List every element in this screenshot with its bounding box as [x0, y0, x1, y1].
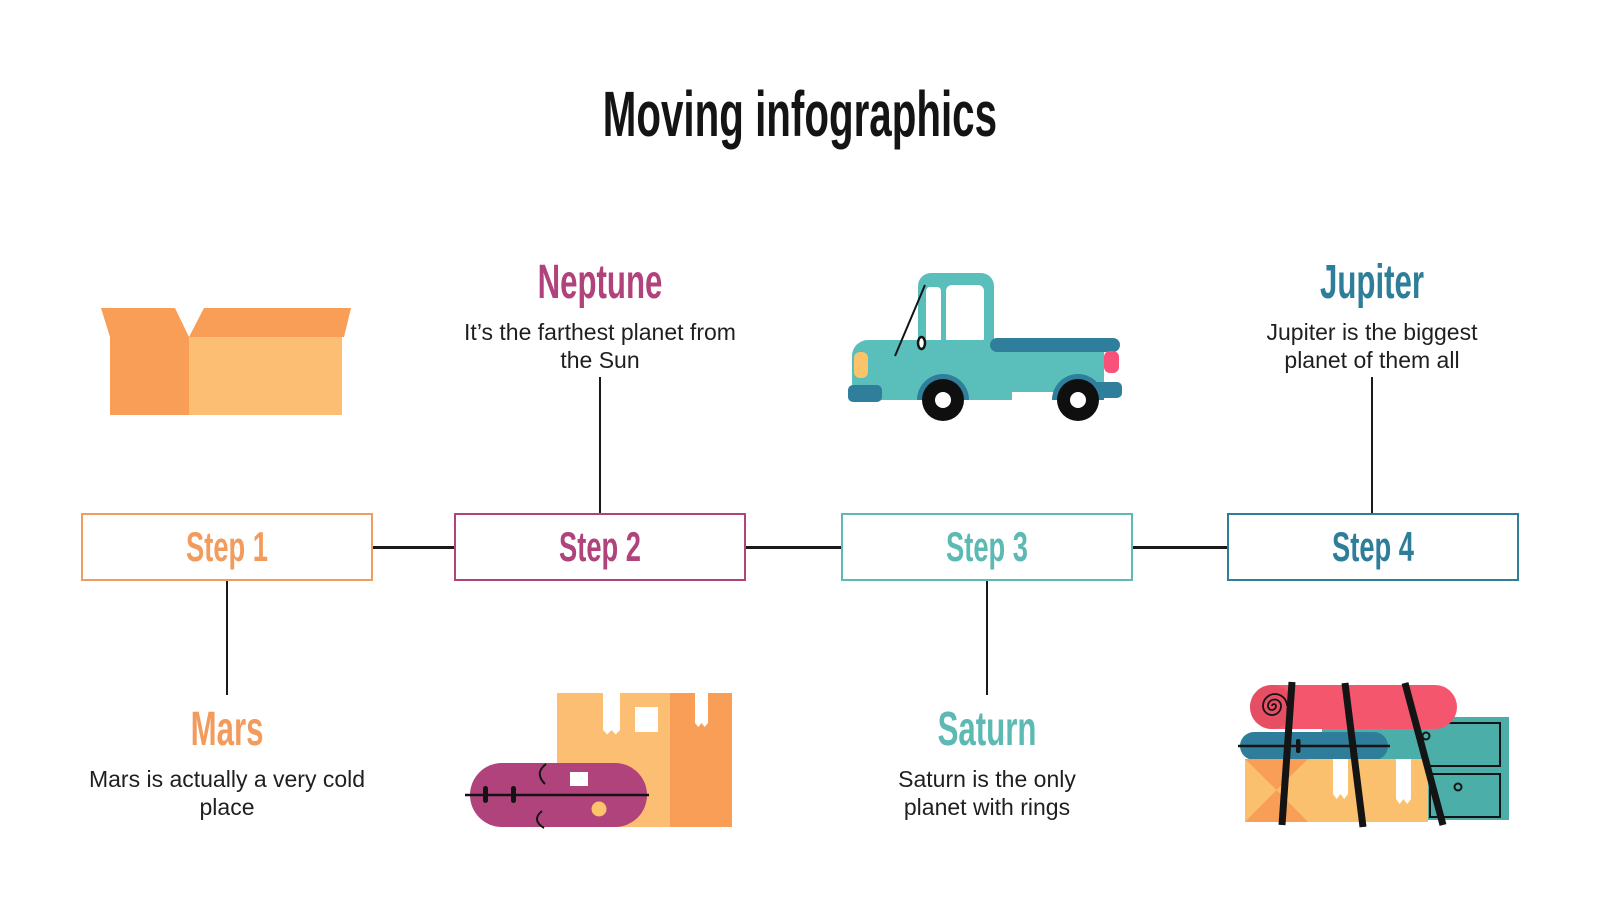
page-title-text: Moving infographics: [602, 78, 998, 150]
step-1-detail: Mars Mars is actually a very cold place: [62, 705, 392, 821]
parcel-flap-bottom: [1245, 790, 1308, 822]
open-cardboard-box-icon: [101, 308, 351, 415]
strap-2: [1341, 682, 1367, 828]
duffel-label: [570, 772, 588, 786]
parcel-tape-1: [1333, 759, 1348, 799]
truck-taillight: [1104, 351, 1119, 373]
duffel-zipper-pull-2: [511, 786, 516, 803]
duffel-handle-bottom: [536, 810, 545, 829]
step-4-label: Step 4: [1332, 523, 1414, 570]
connector-step2-step3: [746, 546, 841, 549]
step-2-description: It’s the farthest planet from the Sun: [464, 319, 736, 373]
step-3-planet-heading: Saturn: [822, 705, 1152, 755]
duffel-button: [591, 801, 607, 817]
truck-window-rear: [946, 285, 984, 344]
step-2-planet-text: Neptune: [537, 256, 663, 309]
strapped-furniture-bundle-icon: [1238, 681, 1509, 828]
step-2-label: Step 2: [559, 523, 641, 570]
step-4-detail: Jupiter Jupiter is the biggest planet of…: [1207, 258, 1537, 374]
step-1-box: Step 1: [81, 513, 373, 581]
truck-bed-rail: [990, 338, 1120, 352]
truck-front-hub: [935, 392, 951, 408]
connector-step3-detail: [986, 581, 988, 695]
connector-step1-step2: [373, 546, 454, 549]
connector-step4-detail: [1371, 377, 1373, 513]
box-panel-left: [110, 337, 189, 415]
duffel-zipper-pull-1: [483, 786, 488, 803]
teal-bag-pull: [1296, 739, 1301, 753]
box-label: [635, 707, 658, 732]
duffel-handle-top: [538, 763, 547, 785]
parcel-tape-2: [1396, 759, 1411, 804]
strap-1: [1278, 681, 1296, 826]
mattress-spiral: [1262, 693, 1288, 716]
step-4-planet-heading: Jupiter: [1207, 258, 1537, 308]
box-flap-right: [189, 308, 351, 337]
truck-windshield-wiper: [894, 284, 926, 357]
step-4-planet-text: Jupiter: [1319, 256, 1425, 309]
connector-step3-step4: [1133, 546, 1227, 549]
step-2-box: Step 2: [454, 513, 746, 581]
connector-step1-detail: [226, 581, 228, 695]
box-panel-right: [189, 337, 342, 415]
step-3-box: Step 3: [841, 513, 1133, 581]
step-3-detail: Saturn Saturn is the only planet with ri…: [822, 705, 1152, 821]
step-1-description: Mars is actually a very cold place: [88, 766, 366, 820]
truck-headlight: [854, 352, 868, 378]
truck-rear-hub: [1070, 392, 1086, 408]
page-title: Moving infographics: [0, 80, 1600, 148]
step-3-label: Step 3: [946, 523, 1028, 570]
box-tape-strip-right: [695, 693, 708, 727]
step-3-planet-text: Saturn: [937, 703, 1037, 756]
step-3-description: Saturn is the only planet with rings: [898, 766, 1076, 820]
strap-3: [1401, 682, 1447, 826]
box-tape-strip: [603, 693, 620, 735]
step-1-planet-text: Mars: [190, 703, 264, 756]
step-2-planet-heading: Neptune: [435, 258, 765, 308]
dresser-knob-bottom: [1453, 782, 1463, 792]
truck-window-front: [926, 287, 941, 344]
step-1-planet-heading: Mars: [62, 705, 392, 755]
duffel-bag-with-boxes-icon: [465, 693, 732, 829]
box-flap-left: [101, 308, 189, 337]
dresser-drawer-bottom: [1429, 773, 1501, 818]
connector-step2-detail: [599, 377, 601, 513]
truck-door-handle: [916, 335, 927, 351]
step-2-detail: Neptune It’s the farthest planet from th…: [435, 258, 765, 374]
step-1-label: Step 1: [186, 523, 268, 570]
step-4-description: Jupiter is the biggest planet of them al…: [1266, 319, 1478, 373]
step-4-box: Step 4: [1227, 513, 1519, 581]
moving-truck-icon: [848, 273, 1122, 421]
truck-front-bumper: [848, 385, 882, 402]
parcel-flap-top: [1245, 759, 1308, 790]
